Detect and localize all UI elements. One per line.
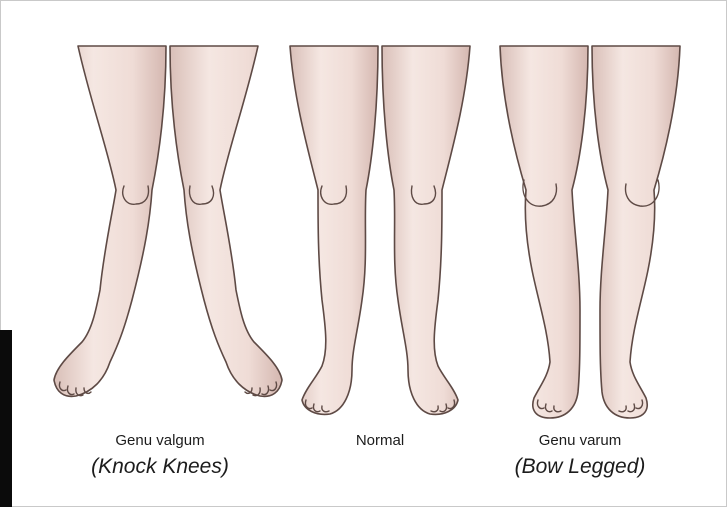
genu-valgum-right-leg [170, 46, 282, 396]
caption-normal: Normal [320, 432, 440, 450]
caption-genu-varum-label: Genu varum [490, 432, 670, 450]
normal-legs [290, 46, 470, 414]
genu-varum-legs [500, 46, 680, 418]
caption-genu-valgum-label: Genu valgum [80, 432, 240, 450]
genu-valgum-legs [54, 46, 282, 396]
caption-genu-valgum-sublabel: (Knock Knees) [80, 454, 240, 480]
genu-varum-left-leg [500, 46, 588, 418]
caption-normal-label: Normal [320, 432, 440, 450]
genu-valgum-left-leg [54, 46, 166, 396]
caption-genu-varum-sublabel: (Bow Legged) [490, 454, 670, 480]
genu-varum-right-leg [592, 46, 680, 418]
caption-genu-valgum: Genu valgum (Knock Knees) [80, 432, 240, 480]
caption-genu-varum: Genu varum (Bow Legged) [490, 432, 670, 480]
normal-left-leg [290, 46, 378, 414]
normal-right-leg [382, 46, 470, 414]
